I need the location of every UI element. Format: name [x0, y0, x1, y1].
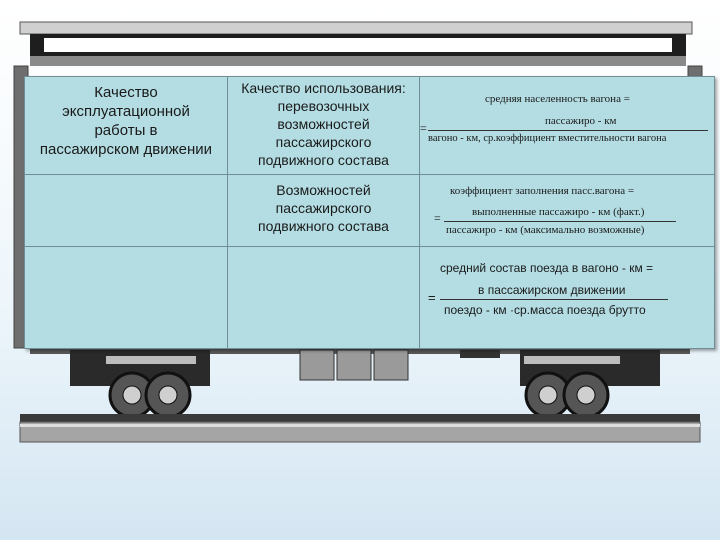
bogie-left	[70, 350, 210, 419]
cell-text-line: подвижного состава	[258, 218, 389, 234]
cell-text-line: перевозочных	[277, 98, 370, 114]
cell-text-line: пассажирского	[275, 134, 372, 150]
cell-text-line: пассажирского	[275, 200, 372, 216]
formula-head: коэффициент заполнения пасс.вагона =	[450, 185, 635, 197]
bogie-right	[520, 350, 660, 419]
empty-cell	[227, 246, 420, 349]
usage-quality-cell: Качество использования: перевозочных воз…	[227, 76, 420, 175]
indicators-table: Качество эксплуатационной работы в пасса…	[24, 76, 715, 349]
capacity-cell: Возможностей пассажирского подвижного со…	[227, 174, 420, 247]
formula-avg-train-composition: средний состав поезда в вагоно - км = в …	[419, 246, 715, 349]
fraction-line	[440, 299, 668, 300]
formula-equals: =	[434, 211, 441, 225]
cell-text-line: пассажирском движении	[39, 141, 213, 158]
fraction-line	[428, 130, 708, 131]
formula-denominator: пассажиро - км (максимально возможные)	[446, 224, 645, 236]
cell-text-line: подвижного состава	[258, 152, 389, 168]
cell-text-line: Качество использования:	[241, 80, 406, 96]
fraction-line	[444, 221, 676, 222]
railcar-roof	[19, 21, 693, 66]
formula-denominator: поездо - км ·ср.масса поезда брутто	[444, 303, 646, 317]
rail	[19, 414, 701, 443]
formula-equals: =	[428, 290, 436, 305]
cell-text-line: работы в	[94, 122, 158, 139]
formula-numerator: пассажиро - км	[545, 115, 617, 127]
formula-numerator: в пассажирском движении	[478, 283, 626, 297]
formula-numerator: выполненные пассажиро - км (факт.)	[472, 206, 645, 218]
formula-fill-factor: коэффициент заполнения пасс.вагона = вып…	[419, 174, 715, 247]
cell-text-line: Возможностей	[276, 182, 371, 198]
formula-denominator: вагоно - км, ср.коэффициент вместительно…	[428, 133, 667, 144]
empty-cell	[24, 246, 228, 349]
table-row: Качество эксплуатационной работы в пасса…	[24, 76, 715, 175]
formula-equals: =	[420, 121, 427, 135]
cell-text-line: Качество	[94, 84, 158, 101]
railcar-underframe	[30, 348, 690, 381]
table-row: Возможностей пассажирского подвижного со…	[24, 174, 715, 247]
formula-head: средняя населенность вагона =	[485, 93, 630, 105]
table-row: средний состав поезда в вагоно - км = в …	[24, 246, 715, 349]
cell-text-line: возможностей	[277, 116, 370, 132]
formula-head: средний состав поезда в вагоно - км =	[440, 261, 654, 275]
empty-cell	[24, 174, 228, 247]
formula-car-occupancy: средняя населенность вагона = пассажиро …	[419, 76, 715, 175]
cell-text-line: эксплуатационной	[62, 103, 190, 120]
quality-of-operation-cell: Качество эксплуатационной работы в пасса…	[24, 76, 228, 175]
